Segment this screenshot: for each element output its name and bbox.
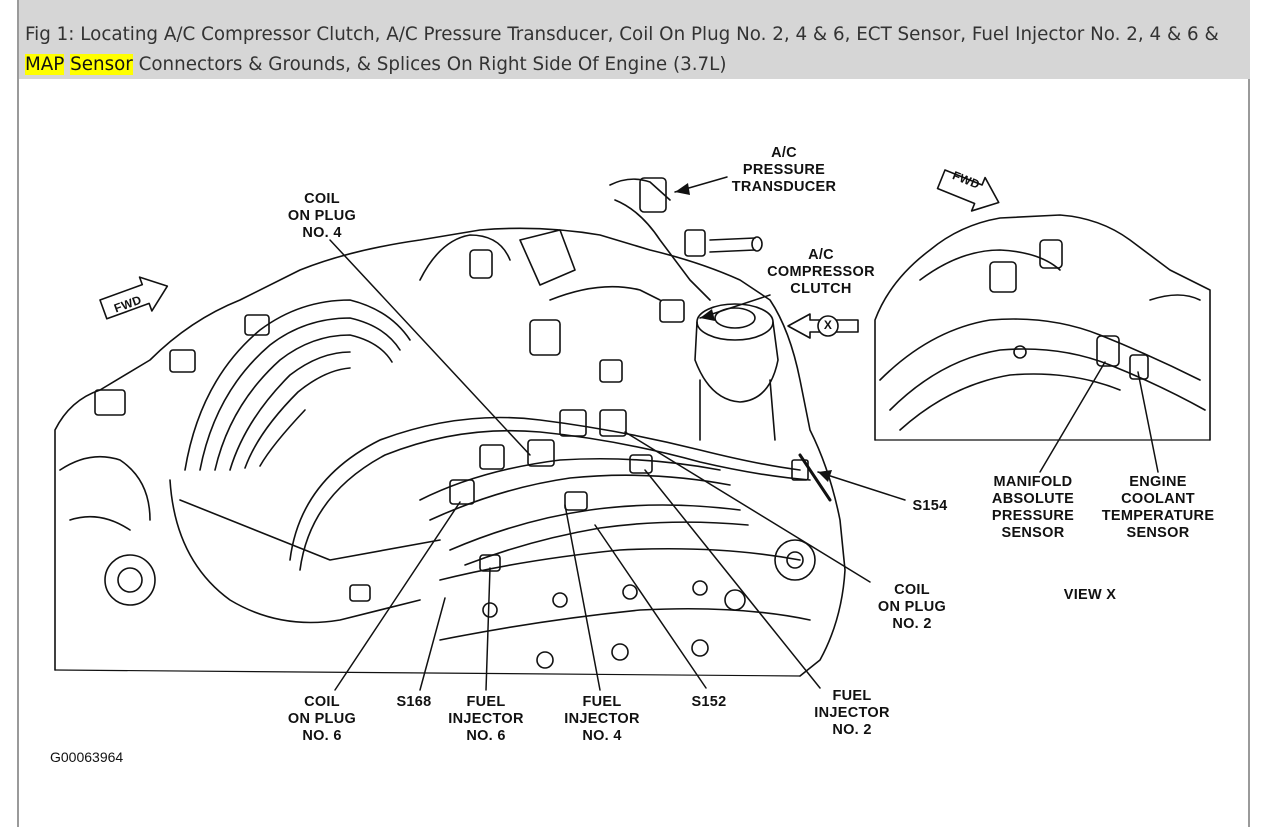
caption-bar <box>19 0 1250 79</box>
label-s168: S168 <box>396 694 432 710</box>
label-coil-on-plug-4: COIL ON PLUG NO. 4 <box>287 191 357 241</box>
label-coil-on-plug-6: COIL ON PLUG NO. 6 <box>287 694 357 744</box>
caption-prefix: Fig 1: Locating A/C Compressor Clutch, A… <box>25 24 1219 45</box>
fwd-arrow-inset <box>936 169 1000 212</box>
arrowheads <box>675 183 832 482</box>
inset-view-x <box>874 214 1211 441</box>
label-view-x: VIEW X <box>1063 587 1117 603</box>
page-frame <box>17 0 1250 827</box>
label-s154: S154 <box>912 498 948 514</box>
label-ect-sensor: ENGINE COOLANT TEMPERATURE SENSOR <box>1101 474 1215 541</box>
label-map-sensor: MANIFOLD ABSOLUTE PRESSURE SENSOR <box>991 474 1075 541</box>
fwd-arrow-main <box>99 276 169 320</box>
caption-highlight-sensor: Sensor <box>70 54 133 75</box>
view-x-arrow <box>787 313 859 339</box>
label-ac-pressure-transducer: A/C PRESSURE TRANSDUCER <box>731 145 837 195</box>
caption-suffix: Connectors & Grounds, & Splices On Right… <box>132 54 727 75</box>
label-s152: S152 <box>691 694 727 710</box>
label-coil-on-plug-2: COIL ON PLUG NO. 2 <box>877 582 947 632</box>
leader-lines <box>329 176 1159 691</box>
figure-caption: Fig 1: Locating A/C Compressor Clutch, A… <box>25 20 1235 80</box>
label-ac-compressor-clutch: A/C COMPRESSOR CLUTCH <box>767 247 875 297</box>
label-fuel-injector-2: FUEL INJECTOR NO. 2 <box>814 688 890 738</box>
label-x-marker: X <box>823 318 833 332</box>
label-fuel-injector-4: FUEL INJECTOR NO. 4 <box>564 694 640 744</box>
label-fuel-injector-6: FUEL INJECTOR NO. 6 <box>448 694 524 744</box>
caption-highlight-map: MAP <box>25 54 65 75</box>
figure-id: G00063964 <box>50 749 124 765</box>
engine-outline <box>54 177 846 677</box>
